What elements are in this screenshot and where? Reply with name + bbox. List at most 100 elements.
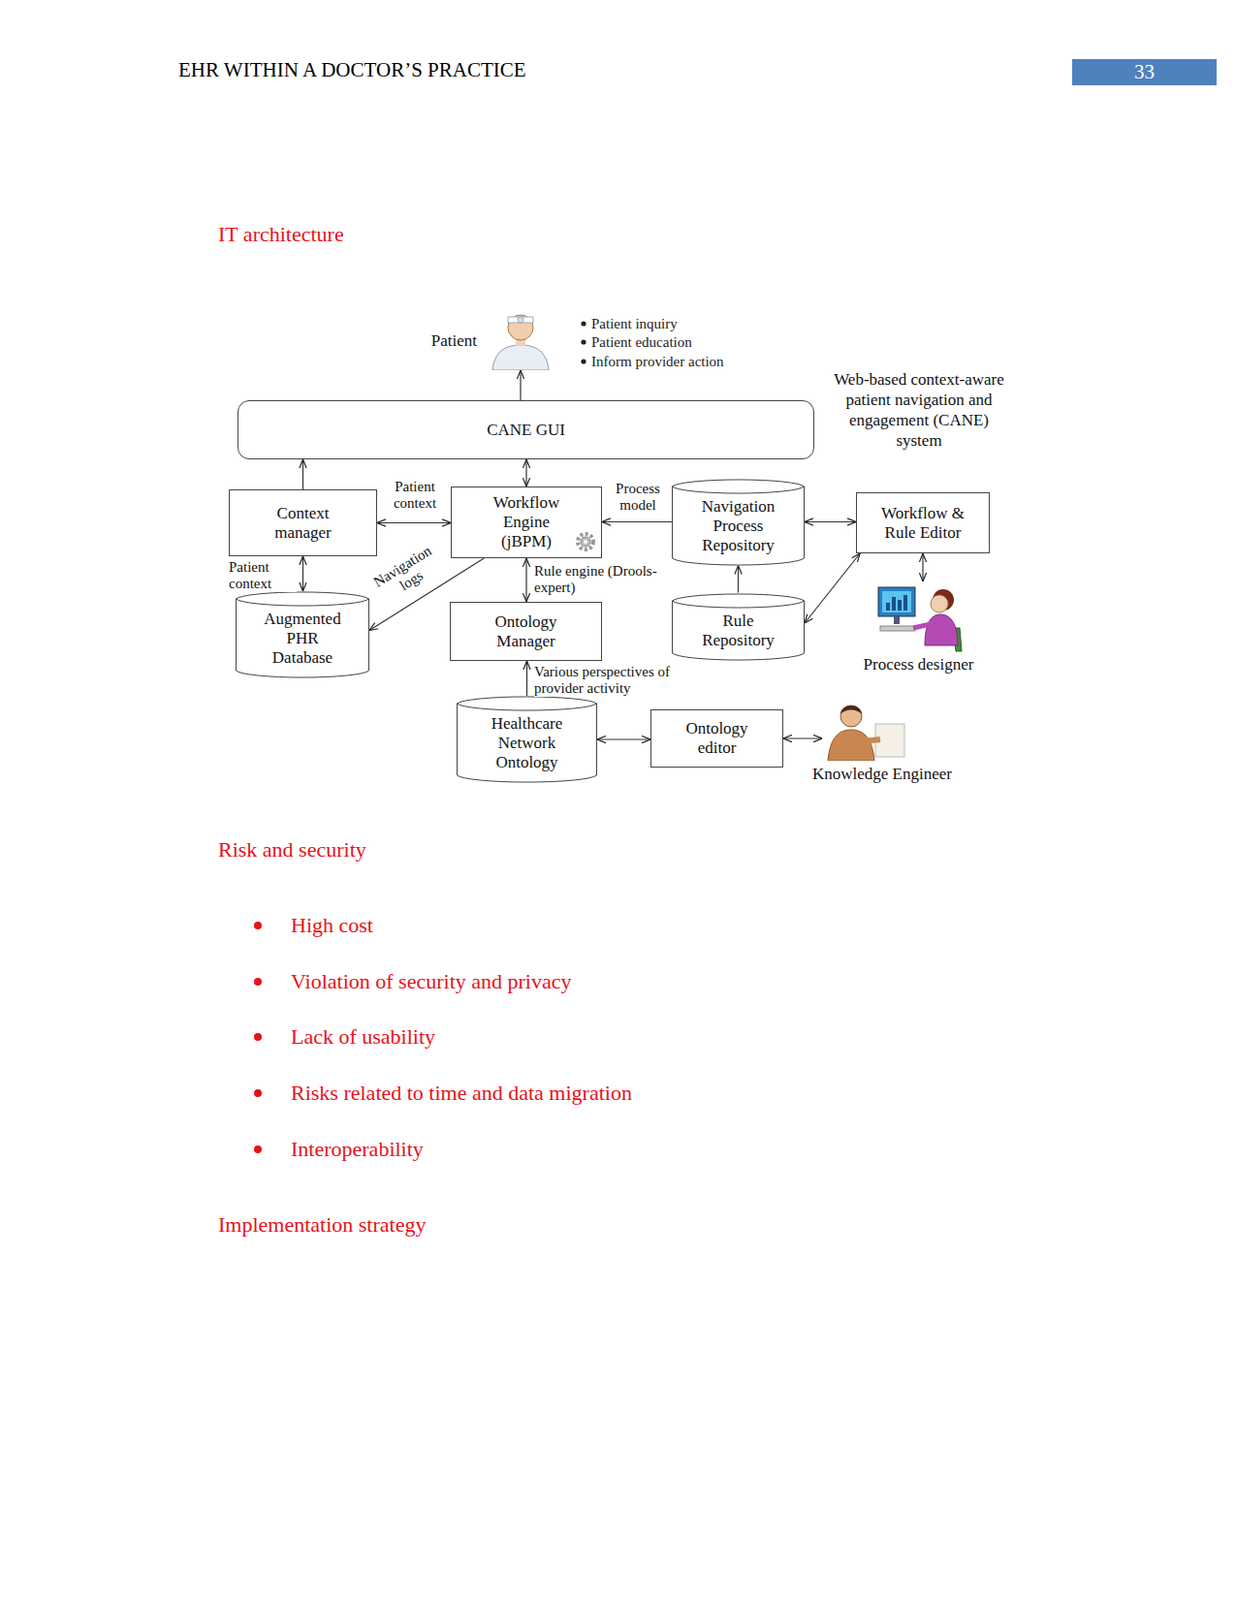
database-cylinder: Augmented PHR Database xyxy=(235,591,370,679)
cylinder-rim xyxy=(672,486,805,494)
connector-label: Rule engine (Drools-expert) xyxy=(534,563,661,597)
arm xyxy=(862,739,881,742)
designer-figure: Process designer xyxy=(872,581,965,654)
page-number-bar xyxy=(1072,59,1217,86)
node-label: Healthcare Network Ontology xyxy=(478,714,576,773)
connector xyxy=(302,459,304,490)
system-callout: Web-based context-aware patient navigati… xyxy=(831,369,1007,451)
bullet-text: Interoperability xyxy=(290,1137,424,1163)
connector xyxy=(804,553,860,624)
connector xyxy=(737,566,739,594)
cylinder-body xyxy=(457,697,598,783)
gui-box: CANE GUI xyxy=(237,400,815,460)
node-label: Workflow Engine (jBPM) xyxy=(482,493,571,552)
chart-bar xyxy=(886,602,890,611)
node-label: Navigation Process Repository xyxy=(690,497,788,556)
connector xyxy=(526,661,528,697)
cylinder-body xyxy=(236,592,370,678)
connector-label: Navigation logs xyxy=(365,538,449,608)
screen xyxy=(882,591,912,613)
connector xyxy=(602,521,672,523)
connector xyxy=(783,737,823,739)
connector xyxy=(377,522,451,524)
bullet-text: High cost xyxy=(290,913,374,939)
connector-label: Patient context xyxy=(384,478,445,512)
connector xyxy=(302,556,304,592)
bullet-dot xyxy=(253,1145,262,1154)
bullet-text: Risks related to time and data migration xyxy=(290,1080,633,1107)
keyboard xyxy=(880,626,916,632)
engine-box: Workflow Engine (jBPM) xyxy=(450,486,603,559)
running-header: EHR WITHIN A DOCTOR’S PRACTICE xyxy=(178,58,527,82)
monitor-stand xyxy=(893,616,900,625)
repository-cylinder: Navigation Process Repository xyxy=(671,478,805,567)
connector xyxy=(804,521,856,523)
patient-body xyxy=(492,345,549,371)
node-label: Rule Repository xyxy=(697,611,780,651)
repository-cylinder: Rule Repository xyxy=(671,593,805,662)
process-box: Context manager xyxy=(228,489,378,557)
bullet-text: Lack of usability xyxy=(290,1024,436,1050)
torso xyxy=(924,614,958,646)
bullet-dot xyxy=(253,1033,262,1042)
node-label: Ontology editor xyxy=(678,719,757,759)
gear-teeth xyxy=(577,534,594,550)
head xyxy=(840,705,862,728)
chart-bar xyxy=(891,597,896,611)
bullet-text: Violation of security and privacy xyxy=(290,969,571,995)
head-mirror xyxy=(517,316,524,323)
process-box: Ontology Manager xyxy=(449,602,603,662)
section-heading: IT architecture xyxy=(218,221,345,248)
patient-figure: Patient xyxy=(484,306,557,371)
arm xyxy=(913,624,931,629)
connector-label: Various perspectives of provider activit… xyxy=(534,664,670,698)
editor-box: Ontology editor xyxy=(650,709,784,768)
bullet-dot xyxy=(253,1089,262,1098)
patient-head xyxy=(507,315,534,341)
hair xyxy=(840,705,862,715)
engineer-icon xyxy=(822,697,910,761)
chart-bar xyxy=(897,600,902,611)
connector xyxy=(519,370,521,401)
cylinder-rim xyxy=(672,601,805,608)
node-label: Workflow & Rule Editor xyxy=(869,504,977,543)
gear-hole xyxy=(583,539,588,544)
page-number: 33 xyxy=(1072,59,1217,86)
bullet-text: Inform provider action xyxy=(591,352,725,371)
torso xyxy=(827,729,875,761)
cylinder-rim xyxy=(236,599,370,606)
node-label: Patient xyxy=(431,331,477,351)
bullet-dot xyxy=(580,358,586,364)
node-label: CANE GUI xyxy=(486,420,566,441)
cylinder-body xyxy=(672,478,805,565)
head xyxy=(930,595,949,613)
node-label: Context manager xyxy=(259,504,348,543)
node-label: Augmented PHR Database xyxy=(258,609,347,668)
patient-icon xyxy=(484,306,557,371)
cylinder-rim xyxy=(457,703,598,711)
bullet-text: Patient education xyxy=(591,333,693,351)
gear-body xyxy=(580,537,591,547)
designer-icon xyxy=(872,581,965,654)
connector xyxy=(597,738,651,740)
editor-box: Workflow & Rule Editor xyxy=(855,492,990,554)
bullet-dot xyxy=(253,921,262,930)
cylinder-body xyxy=(672,593,805,660)
bullet-text: Patient inquiry xyxy=(591,315,678,333)
section-heading: Risk and security xyxy=(218,837,367,863)
bullet-dot xyxy=(580,320,586,326)
ontology-cylinder: Healthcare Network Ontology xyxy=(456,696,598,784)
connector xyxy=(525,558,527,603)
patient-headband xyxy=(507,316,534,323)
bullet-dot xyxy=(580,339,586,345)
connector-label: Patient context xyxy=(228,559,297,593)
connector xyxy=(525,459,527,487)
chart-bar xyxy=(903,595,908,611)
node-label: Process designer xyxy=(863,655,975,675)
connector-label: Process model xyxy=(606,480,669,514)
monitor xyxy=(878,587,916,617)
section-heading: Implementation strategy xyxy=(218,1212,426,1238)
connector xyxy=(921,553,923,582)
